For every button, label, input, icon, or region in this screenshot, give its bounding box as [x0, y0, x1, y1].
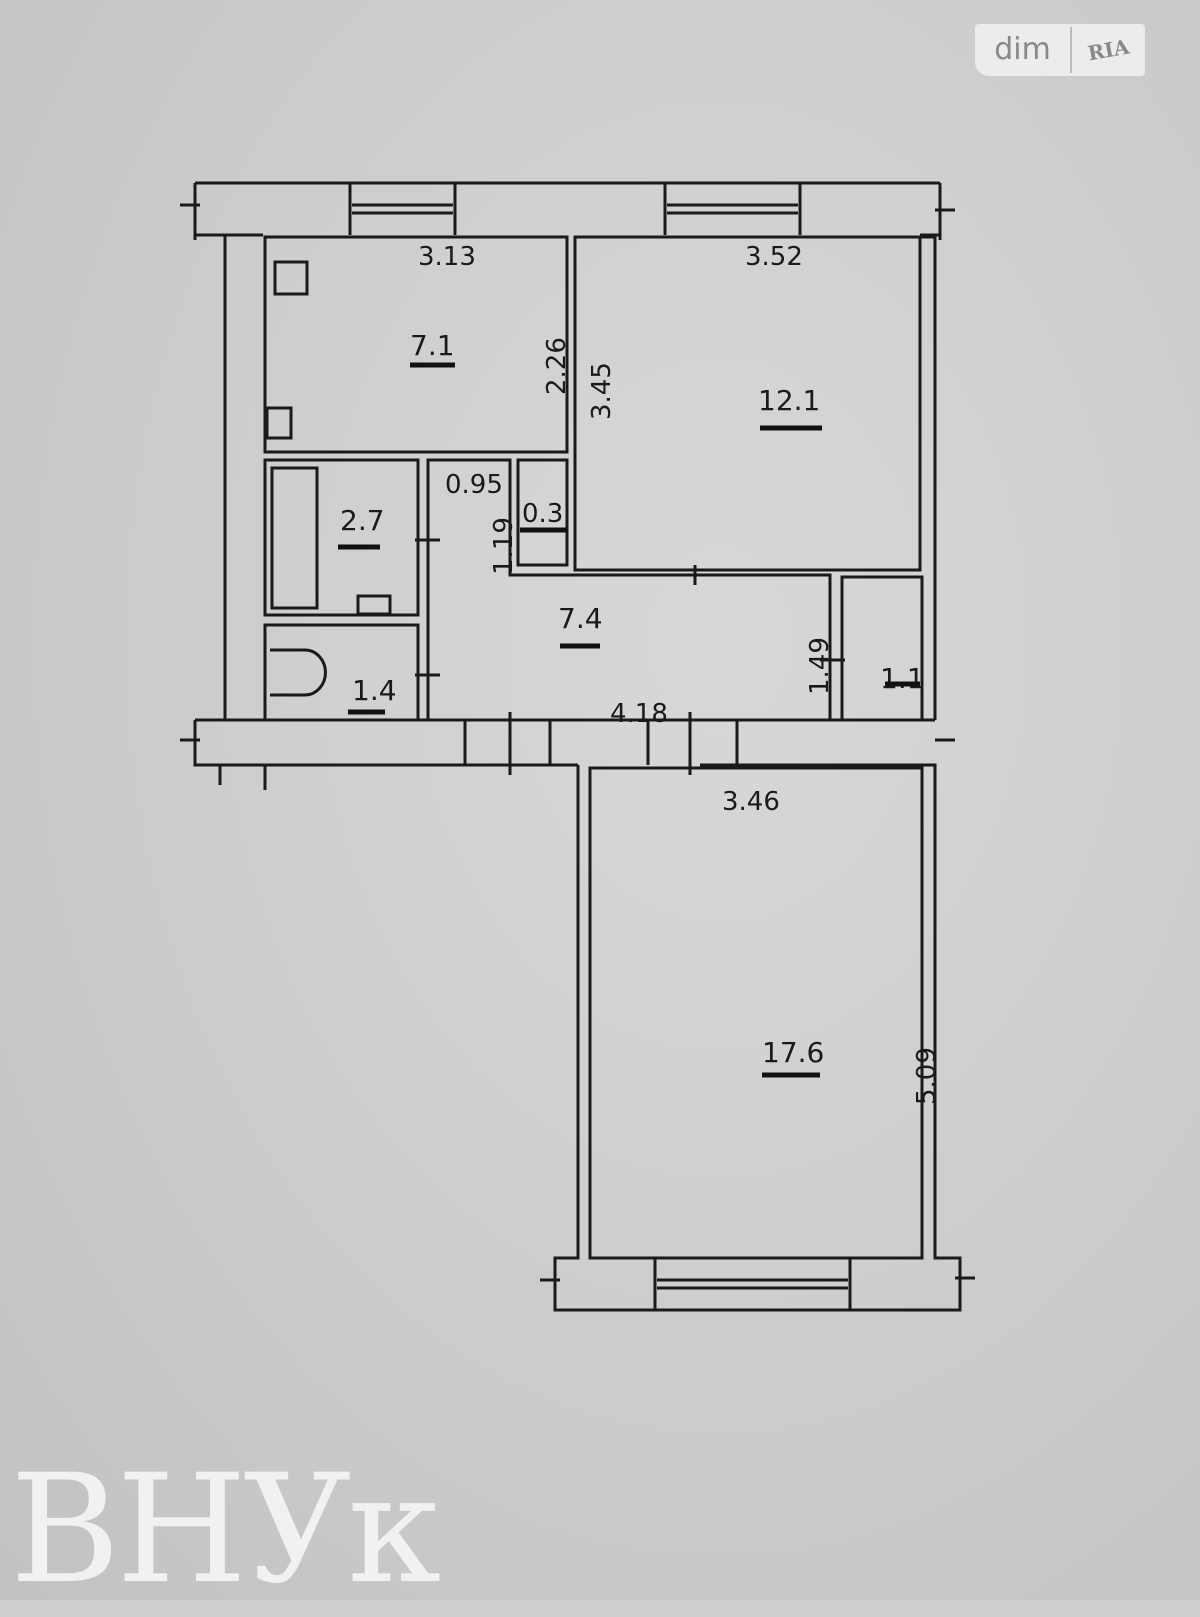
room-a-depth: 3.45 — [587, 362, 617, 420]
hall-width: 4.18 — [610, 699, 668, 729]
closet-small-area: 0.3 — [522, 499, 563, 529]
kitchen-area: 7.1 — [410, 329, 455, 362]
hall-depth: 1.49 — [805, 637, 835, 695]
stove-icon — [273, 260, 309, 296]
hall-area: 7.4 — [558, 602, 603, 635]
logo-dim: dim — [975, 27, 1072, 73]
watermark: ВНУк — [10, 1443, 441, 1617]
dim-ria-logo: dim RIA — [975, 24, 1145, 76]
closet-area: 1.1 — [880, 662, 925, 695]
room-b-depth: 5.09 — [912, 1047, 942, 1105]
fixtures — [265, 260, 392, 697]
room-a-width: 3.52 — [745, 242, 803, 272]
windows — [348, 183, 852, 1310]
kitchen-depth: 2.26 — [542, 337, 572, 395]
kitchen-width: 3.13 — [418, 242, 476, 272]
logo-ria: RIA — [1085, 34, 1132, 66]
closet-small-width: 0.95 — [445, 470, 503, 500]
closet-small-depth: 1.19 — [489, 517, 519, 575]
bathroom-area: 2.7 — [340, 504, 385, 537]
washbasin-icon — [356, 594, 392, 616]
toilet-icon — [270, 648, 327, 697]
room-b-area: 17.6 — [762, 1036, 824, 1069]
room-a-area: 12.1 — [758, 384, 820, 417]
sink-icon — [265, 406, 293, 440]
labels: 3.13 7.1 2.26 3.52 3.45 12.1 2.7 1.4 0.9… — [338, 242, 942, 1105]
room-b-width: 3.46 — [722, 787, 780, 817]
toilet-area: 1.4 — [352, 674, 397, 707]
walls — [180, 181, 975, 1312]
